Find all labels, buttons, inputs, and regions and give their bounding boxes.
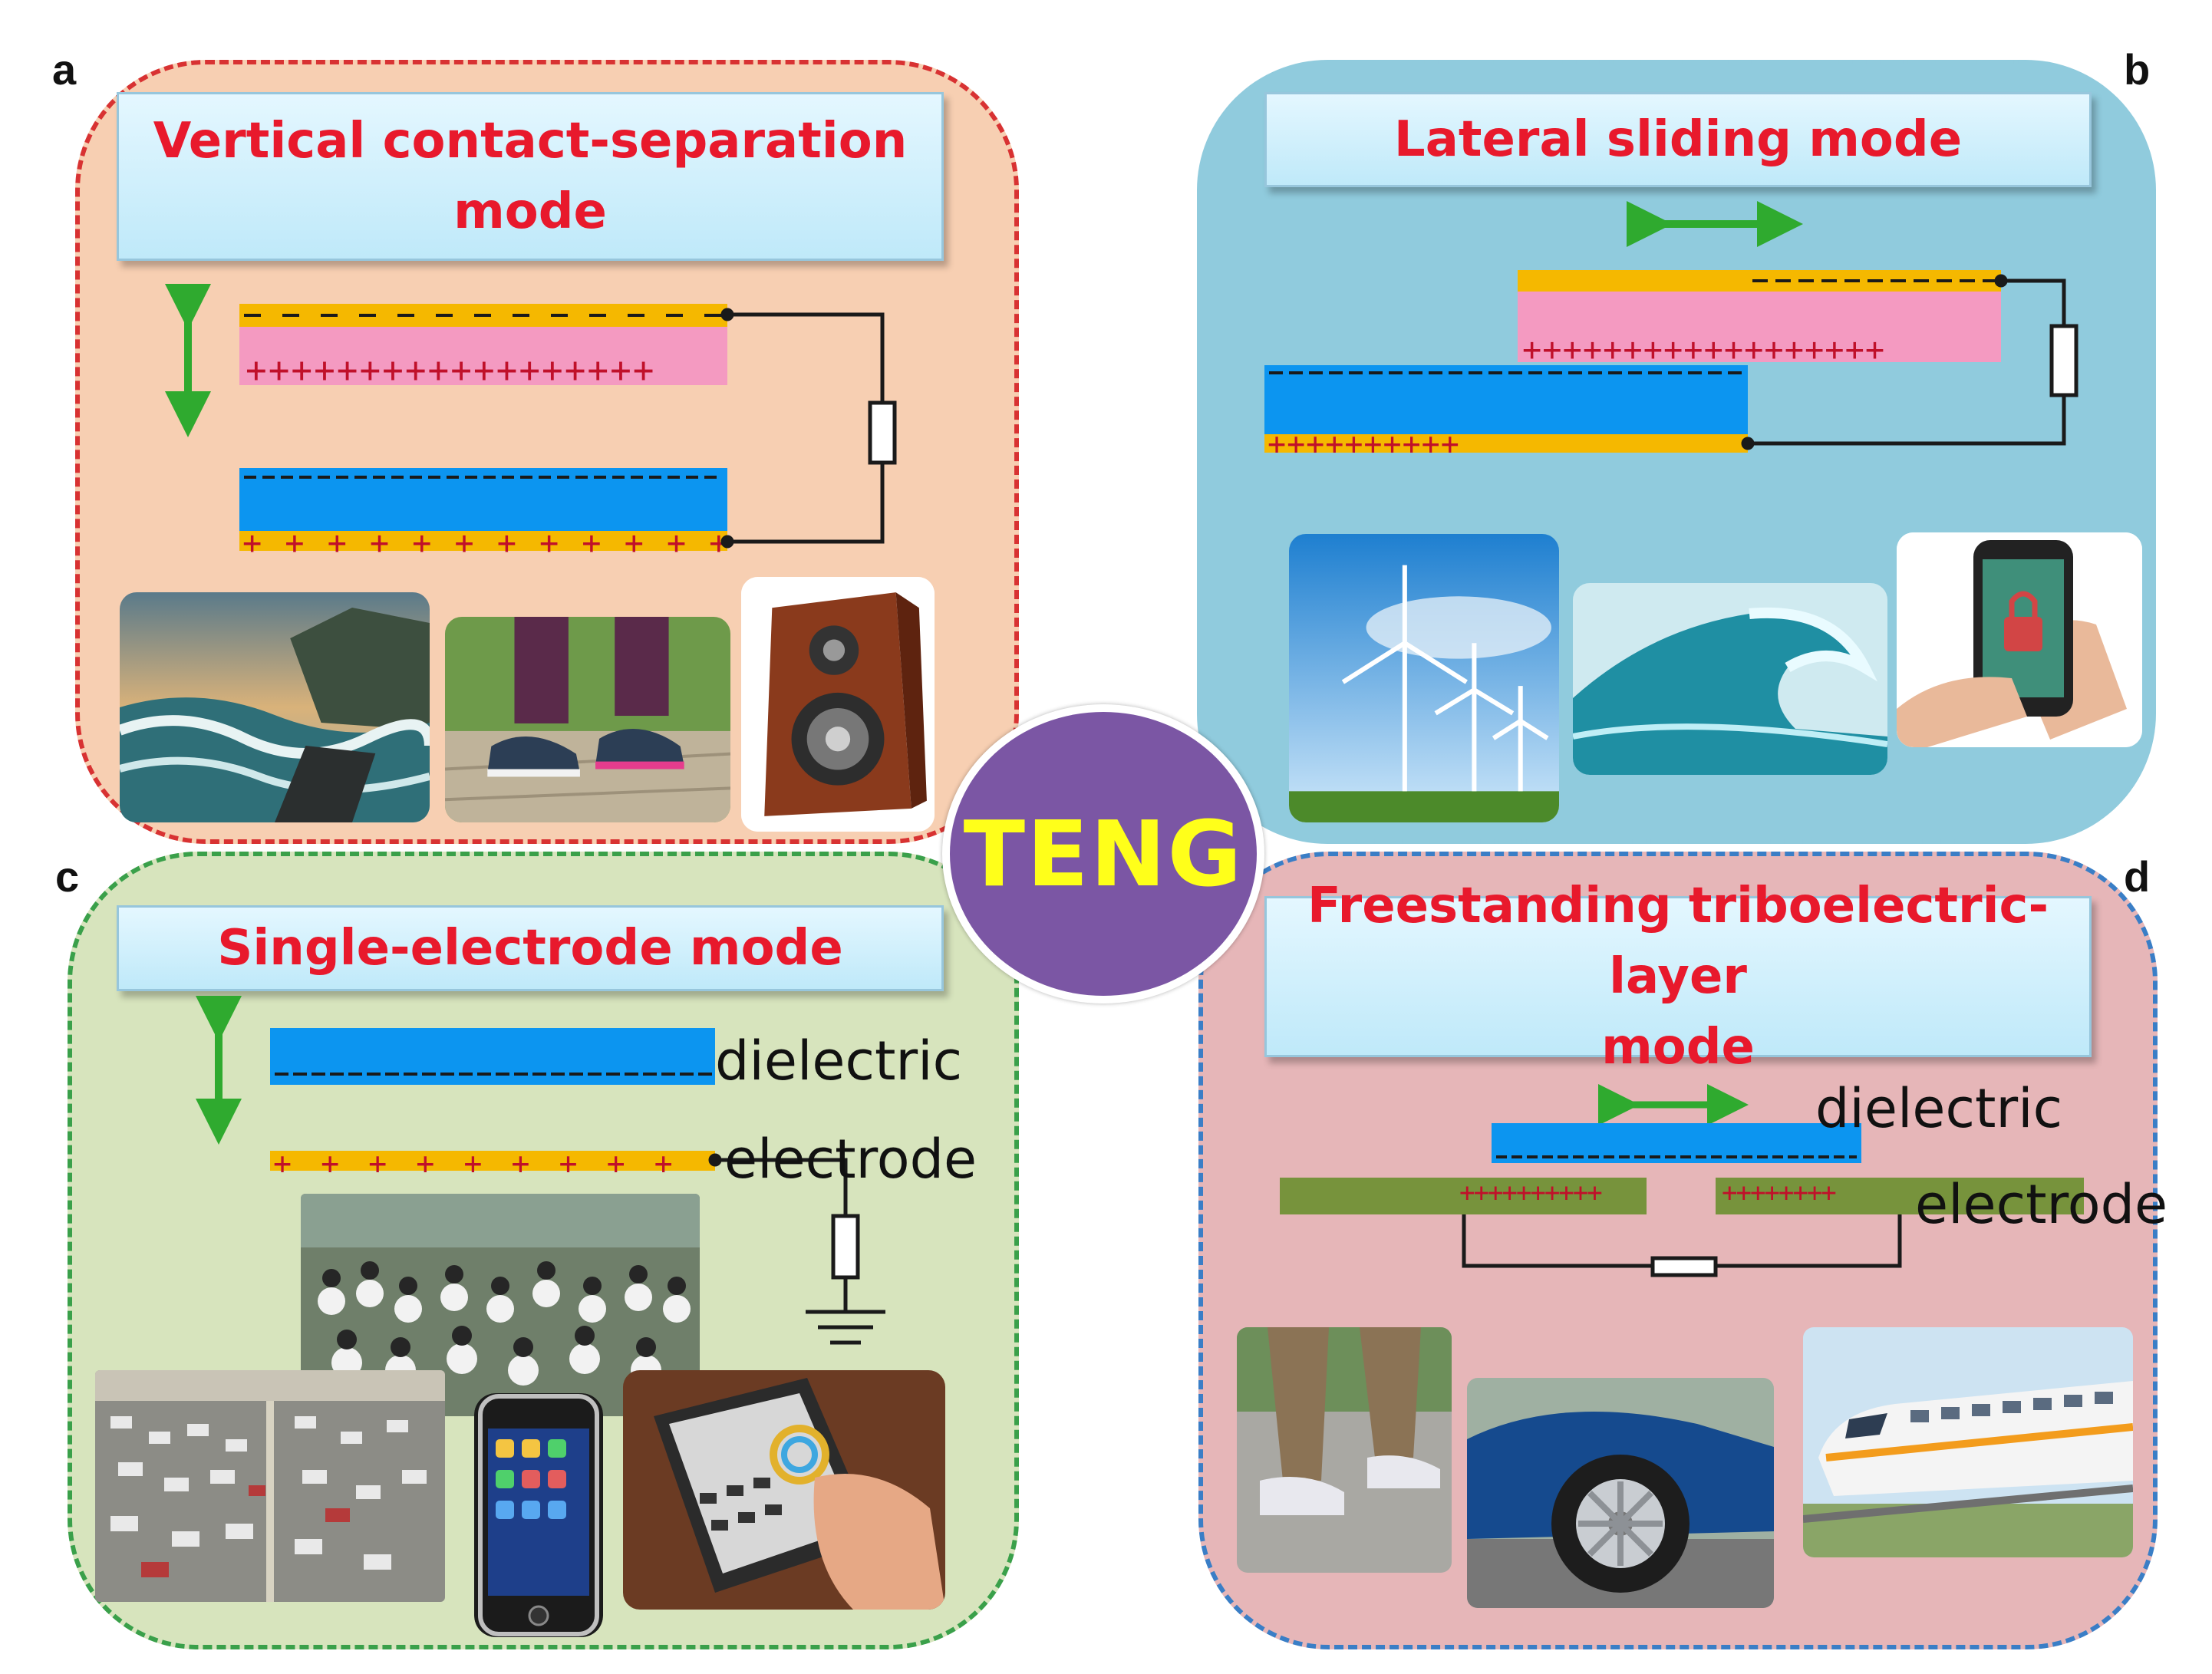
- circuit-b: [1741, 274, 2066, 450]
- touch-control-panel-photo: [623, 1370, 945, 1610]
- blue-dielectric-a: [239, 468, 727, 531]
- blue-dielectric-b: [1264, 365, 1748, 434]
- title-text: Single-electrode mode: [217, 920, 843, 977]
- electrode-label-d: electrode: [1915, 1173, 2168, 1236]
- svg-text:++++++++++: ++++++++++: [1268, 427, 1460, 462]
- walking-sneakers-photo: [445, 617, 730, 822]
- svg-text:++++++++++++++++++: ++++++++++++++++++: [246, 349, 656, 390]
- resistor-icon: [2049, 324, 2078, 397]
- top-electrode-a: [239, 304, 727, 327]
- high-speed-train-photo: [1803, 1327, 2133, 1557]
- teng-center-circle: TENG: [942, 704, 1264, 1003]
- svg-text:++++++++: ++++++++: [1722, 1178, 1836, 1208]
- title-line-1: Freestanding triboelectric-layer: [1307, 878, 2049, 1005]
- bottom-electrode-a: ++++++++++++: [239, 524, 751, 562]
- svg-text:++++++++++: ++++++++++: [1459, 1178, 1602, 1208]
- highway-traffic-photo: [95, 1370, 445, 1602]
- svg-text:+++++++++: +++++++++: [273, 1146, 702, 1181]
- blue-dielectric-d: [1492, 1123, 1861, 1163]
- title-vertical-contact-separation: Vertical contact-separation mode: [117, 92, 944, 261]
- ocean-waves-photo: [120, 592, 430, 822]
- panel-letter-b: b: [2124, 45, 2151, 94]
- electrode-label-c: electrode: [724, 1128, 977, 1191]
- title-line-1: Vertical contact-separation: [153, 113, 908, 170]
- right-electrode-d: ++++++++: [1716, 1178, 2084, 1214]
- car-tire-photo: [1467, 1378, 1774, 1608]
- ground-icon: [806, 1310, 885, 1345]
- dielectric-label-c: dielectric: [715, 1030, 963, 1092]
- title-freestanding: Freestanding triboelectric-layer mode: [1264, 878, 2092, 1076]
- resistor-icon: [831, 1214, 860, 1280]
- ocean-wave-photo: [1573, 583, 1887, 775]
- dielectric-label-d: dielectric: [1815, 1077, 2063, 1140]
- circuit-d: [1462, 1214, 1902, 1268]
- teng-label: TENG: [963, 801, 1244, 907]
- pink-dielectric-a: ++++++++++++++++++: [239, 327, 727, 390]
- title-line-2: mode: [1601, 1019, 1755, 1076]
- svg-text:++++++++++++: ++++++++++++: [242, 524, 751, 562]
- blue-dielectric-c: [270, 1028, 715, 1085]
- title-single-electrode: Single-electrode mode: [117, 905, 944, 991]
- loudspeaker-photo: [741, 577, 935, 832]
- panel-letter-c: c: [55, 852, 80, 901]
- left-electrode-d: ++++++++++: [1280, 1178, 1647, 1214]
- bottom-electrode-b: ++++++++++: [1264, 427, 1748, 462]
- electrode-c: +++++++++: [270, 1146, 715, 1181]
- title-lateral-sliding: Lateral sliding mode: [1264, 92, 2092, 187]
- panel-letter-a: a: [52, 45, 77, 94]
- panel-letter-d: d: [2124, 852, 2151, 901]
- resistor-icon: [868, 400, 897, 465]
- top-electrode-b: [1518, 270, 2001, 292]
- resistor-icon: [1650, 1256, 1718, 1277]
- ground-circuit-c: [708, 1153, 848, 1310]
- svg-text:++++++++++++++++++: ++++++++++++++++++: [1522, 331, 1885, 368]
- title-text: Lateral sliding mode: [1393, 111, 1963, 168]
- title-line-2: mode: [453, 183, 607, 240]
- walking-feet-photo: [1237, 1327, 1452, 1573]
- pink-dielectric-b: ++++++++++++++++++: [1518, 292, 2001, 368]
- circuit-a: [720, 308, 885, 549]
- smartphone-photo: [474, 1393, 603, 1637]
- smartphone-lock-photo: [1897, 532, 2142, 747]
- wind-turbines-photo: [1289, 534, 1559, 822]
